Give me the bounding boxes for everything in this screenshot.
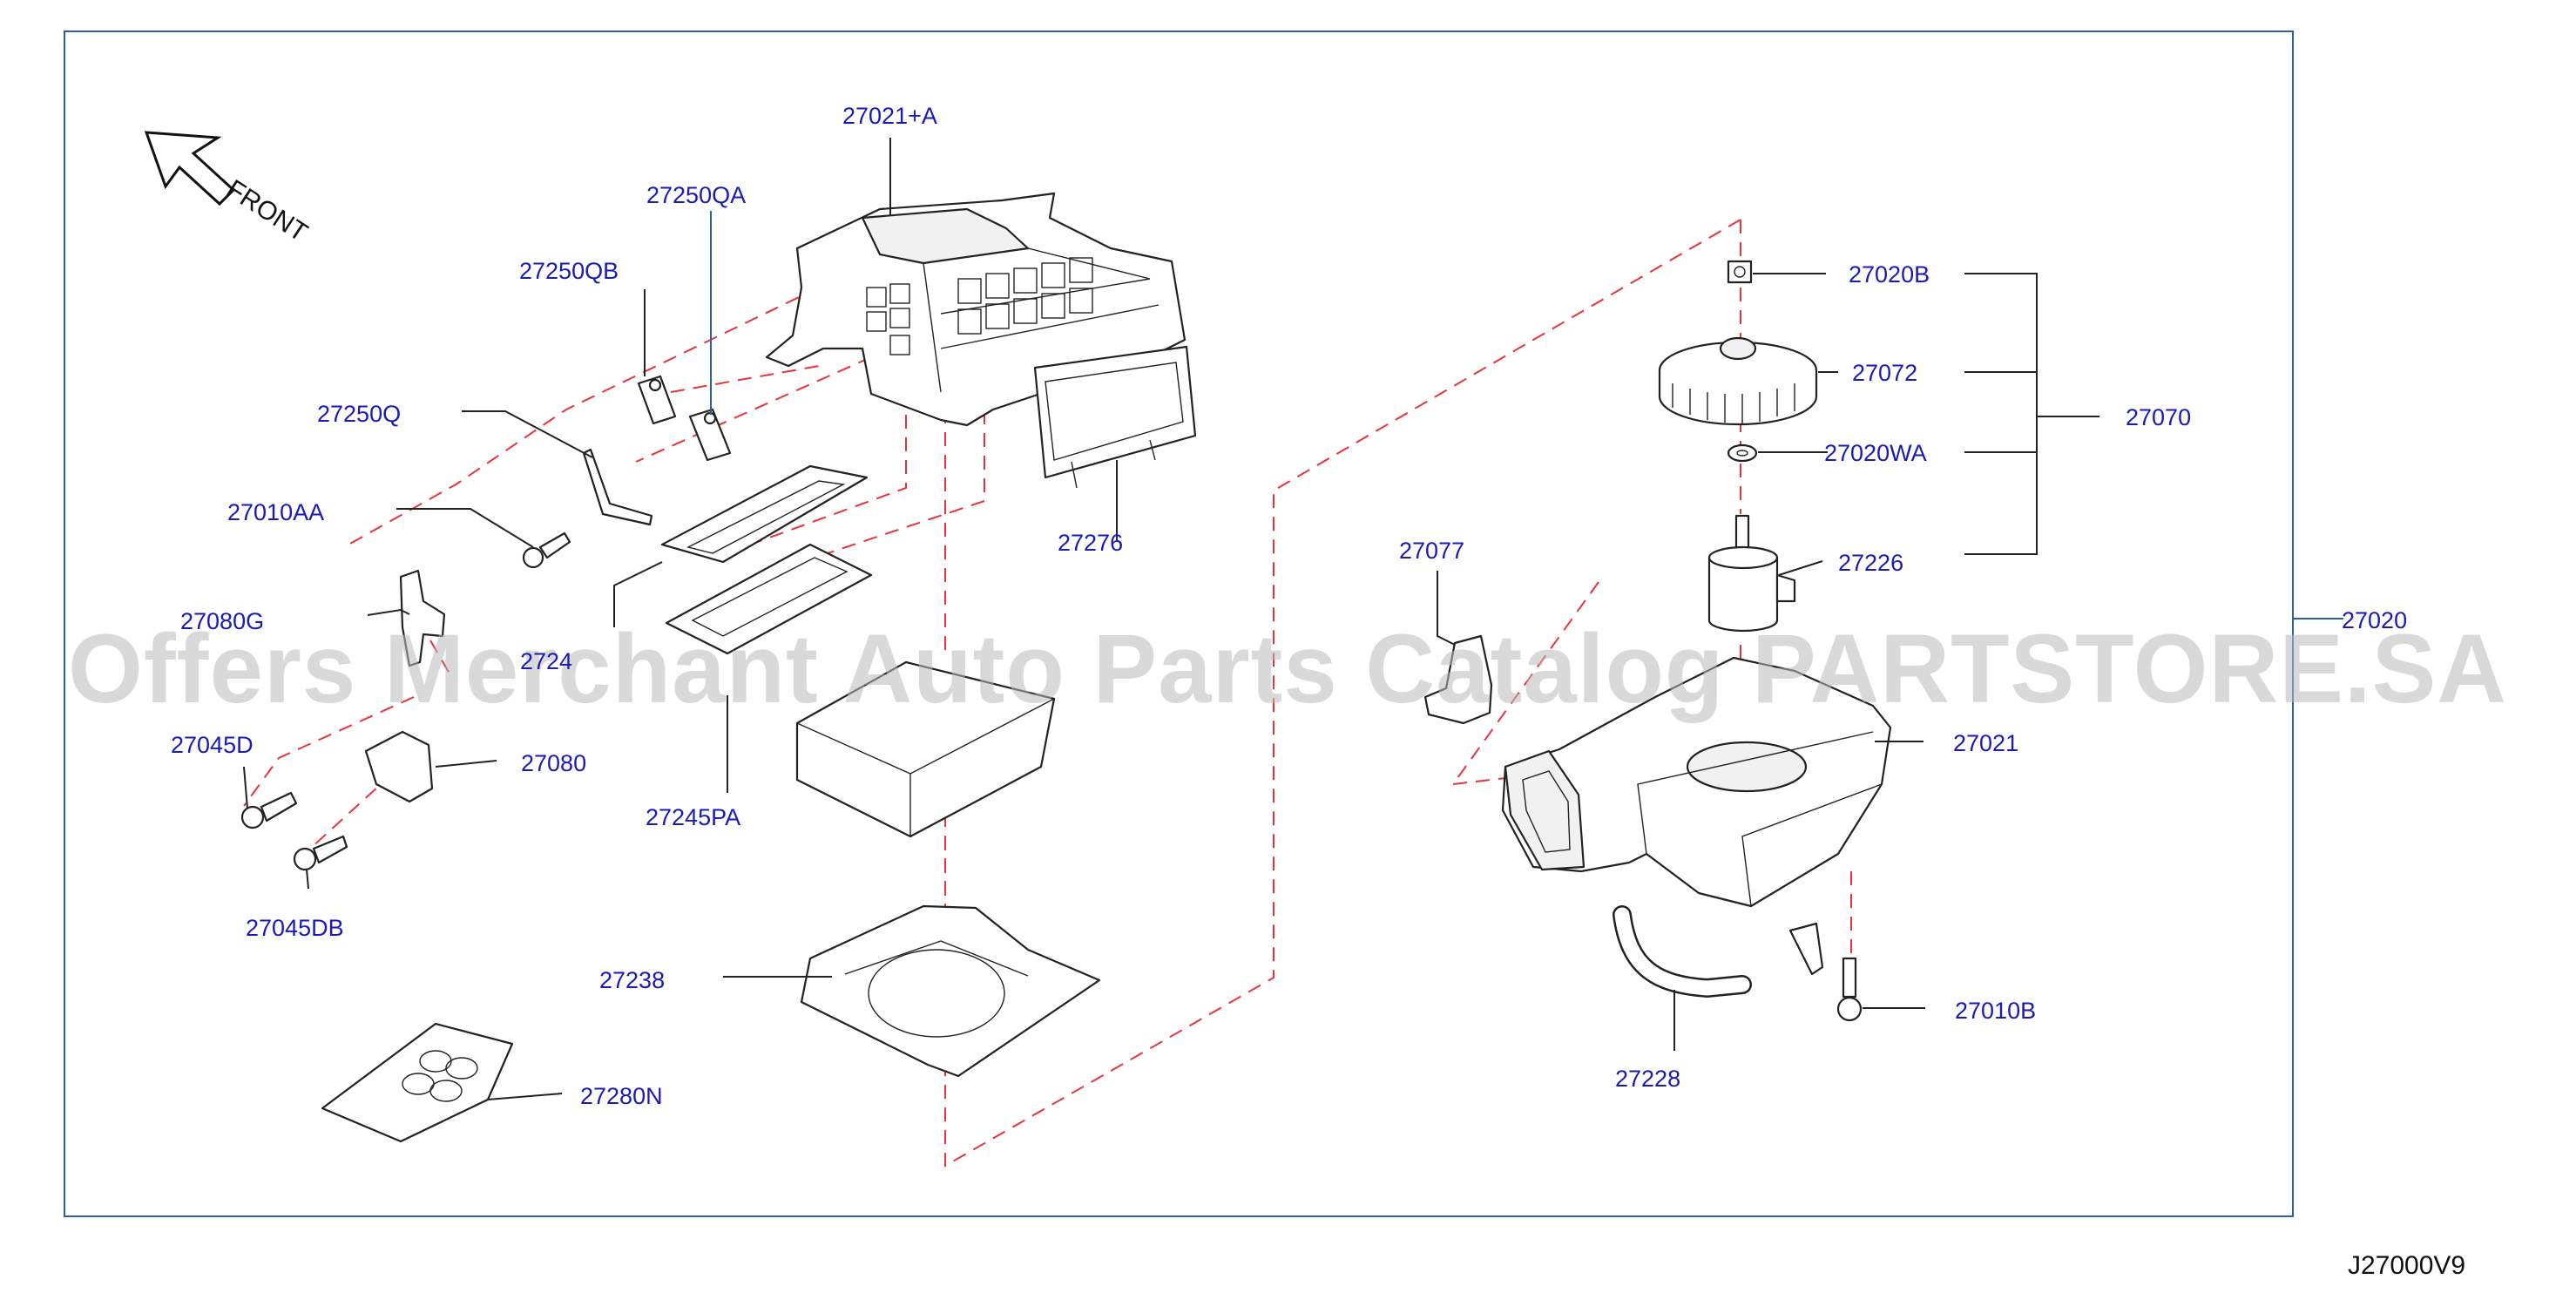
front-arrow-icon: [144, 131, 236, 206]
label-27245[interactable]: 2724: [520, 648, 572, 674]
label-27276[interactable]: 27276: [1058, 530, 1123, 556]
label-27010B[interactable]: 27010B: [1955, 998, 2036, 1024]
label-27010AA[interactable]: 27010AA: [227, 499, 324, 525]
label-27250Q[interactable]: 27250Q: [317, 401, 401, 427]
diagram-frame: [64, 30, 2294, 1217]
part-27250Q-link: [582, 448, 653, 526]
label-27280N[interactable]: 27280N: [580, 1083, 663, 1109]
part-27021-blower-case: [1501, 656, 1892, 908]
part-27276-filter-frame: [1033, 345, 1197, 489]
label-27021A[interactable]: 27021+A: [842, 103, 937, 129]
part-27228-hose: [1613, 905, 1752, 999]
label-27245PA[interactable]: 27245PA: [646, 804, 740, 830]
label-27077[interactable]: 27077: [1399, 538, 1464, 564]
diagram-code: J27000V9: [2348, 1251, 2465, 1280]
label-27228[interactable]: 27228: [1615, 1066, 1680, 1092]
label-27238[interactable]: 27238: [599, 967, 665, 993]
part-27072-fan: [1658, 336, 1818, 426]
label-27226[interactable]: 27226: [1838, 550, 1903, 576]
part-27250QA-lever: [688, 408, 732, 462]
label-27020WA[interactable]: 27020WA: [1824, 440, 1927, 466]
part-27080-resistor: [364, 730, 434, 803]
leader-lines: [243, 138, 2343, 1100]
label-27021[interactable]: 27021: [1953, 730, 2018, 756]
part-27245PA-filter: [665, 543, 873, 655]
label-27045DB[interactable]: 27045DB: [246, 915, 344, 941]
part-filter-block: [795, 660, 1056, 838]
part-27280N-tray: [321, 1022, 514, 1143]
label-27080[interactable]: 27080: [521, 750, 586, 776]
part-27020B-nut: [1727, 260, 1753, 284]
label-27250QA[interactable]: 27250QA: [646, 182, 746, 208]
watermark: Offers Merchant Auto Parts Catalog PARTS…: [68, 614, 2507, 723]
part-27020WA-washer: [1727, 443, 1758, 463]
label-27045D[interactable]: 27045D: [171, 732, 254, 758]
label-27072[interactable]: 27072: [1852, 360, 1917, 386]
part-27245-evaporator: [660, 464, 869, 564]
part-27080G-bracket: [399, 569, 446, 667]
label-27020B[interactable]: 27020B: [1849, 261, 1930, 288]
part-27045D-screw: [240, 791, 298, 829]
part-27226-motor: [1707, 514, 1796, 633]
part-27010B-screw: [1788, 922, 1863, 1022]
label-27080G[interactable]: 27080G: [180, 608, 264, 634]
label-27020[interactable]: 27020: [2342, 607, 2407, 633]
part-27238-lower-case: [800, 904, 1101, 1078]
label-27070[interactable]: 27070: [2126, 404, 2191, 430]
front-label: FRONT: [221, 174, 313, 247]
part-27010AA-screw: [522, 531, 571, 569]
part-27045DB-screw: [293, 835, 348, 871]
part-labels: 27021+A 27250QA 27250QB 27250Q 27010AA 2…: [171, 103, 2407, 1109]
label-27250QB[interactable]: 27250QB: [519, 258, 619, 284]
part-27077-clip: [1423, 634, 1493, 725]
part-27250QB-lever: [637, 375, 677, 425]
